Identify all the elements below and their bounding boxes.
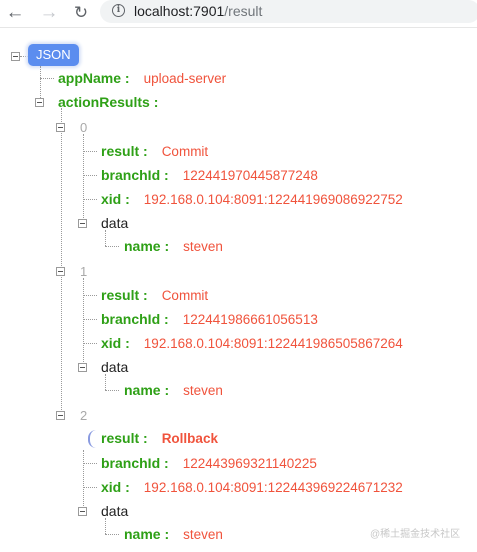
value-xid: 192.168.0.104:8091:122441986505867264 bbox=[143, 336, 403, 351]
tree-guide bbox=[105, 374, 106, 390]
tree-connector bbox=[83, 199, 97, 200]
value-name: steven bbox=[183, 527, 223, 542]
key-branchid: branchId bbox=[101, 455, 161, 471]
tree-connector bbox=[83, 343, 97, 344]
address-bar[interactable]: i localhost:7901/result bbox=[100, 0, 477, 23]
key-actionresults: actionResults bbox=[58, 94, 150, 110]
url-text[interactable]: localhost:7901/result bbox=[134, 3, 262, 19]
tree-guide bbox=[83, 134, 84, 226]
value-branchid: 122441986661056513 bbox=[182, 312, 318, 327]
branchid-row: branchId :122441970445877248 bbox=[101, 167, 318, 183]
xid-row: xid :192.168.0.104:8091:1224419690869227… bbox=[101, 191, 403, 207]
result-row: result :Rollback bbox=[101, 430, 218, 446]
value-name: steven bbox=[183, 383, 223, 398]
key-data: data bbox=[101, 359, 129, 375]
array-index-0: 0 bbox=[80, 120, 88, 135]
value-result: Commit bbox=[161, 144, 209, 159]
key-data: data bbox=[101, 503, 129, 519]
key-data: data bbox=[101, 215, 129, 231]
key-xid: xid bbox=[101, 335, 122, 351]
result-row: result :Commit bbox=[101, 143, 209, 159]
site-info-icon[interactable]: i bbox=[112, 4, 125, 17]
back-arrow-icon[interactable]: ← bbox=[5, 2, 25, 23]
name-row: name :steven bbox=[124, 238, 223, 254]
tree-guide bbox=[105, 518, 106, 534]
browser-toolbar: ← → ↻ i localhost:7901/result bbox=[0, 0, 477, 28]
tree-connector bbox=[83, 463, 97, 464]
value-appname: upload-server bbox=[143, 71, 227, 86]
tree-connector bbox=[83, 175, 97, 176]
root-node-badge[interactable]: JSON bbox=[28, 44, 79, 66]
value-xid: 192.168.0.104:8091:122443969224671232 bbox=[143, 480, 403, 495]
branchid-row: branchId :122441986661056513 bbox=[101, 311, 318, 327]
key-name: name bbox=[124, 382, 161, 398]
result-row: result :Commit bbox=[101, 287, 209, 303]
value-branchid: 122441970445877248 bbox=[182, 168, 318, 183]
tree-connector bbox=[83, 151, 97, 152]
tree-connector bbox=[105, 246, 119, 247]
data-row: data bbox=[101, 501, 128, 521]
collapse-toggle-data-0[interactable] bbox=[78, 219, 87, 228]
value-branchid: 122443969321140225 bbox=[182, 456, 317, 471]
tree-connector bbox=[20, 56, 28, 57]
appname-row: appName :upload-server bbox=[58, 70, 227, 86]
actionresults-row: actionResults : bbox=[58, 94, 159, 110]
tree-connector bbox=[83, 295, 97, 296]
forward-arrow-icon[interactable]: → bbox=[39, 2, 59, 23]
collapse-toggle-item-1[interactable] bbox=[56, 267, 65, 276]
key-result: result bbox=[101, 430, 140, 446]
collapse-toggle-item-2[interactable] bbox=[56, 411, 65, 420]
array-index-1: 1 bbox=[80, 264, 88, 279]
key-name: name bbox=[124, 238, 161, 254]
tree-connector bbox=[83, 319, 97, 320]
tree-guide bbox=[83, 450, 84, 510]
tree-guide bbox=[83, 278, 84, 370]
tree-connector bbox=[83, 487, 97, 488]
collapse-toggle-root[interactable] bbox=[11, 52, 20, 61]
branchid-row: branchId :122443969321140225 bbox=[101, 455, 317, 471]
data-row: data bbox=[101, 213, 128, 233]
reload-icon[interactable]: ↻ bbox=[73, 3, 89, 22]
xid-row: xid :192.168.0.104:8091:1224419865058672… bbox=[101, 335, 403, 351]
collapse-toggle-actionresults[interactable] bbox=[35, 98, 44, 107]
url-host: localhost:7901 bbox=[134, 3, 225, 19]
value-name: steven bbox=[183, 239, 223, 254]
hover-bracket-indicator bbox=[88, 430, 98, 448]
key-branchid: branchId bbox=[101, 311, 161, 327]
tree-connector bbox=[40, 78, 54, 79]
tree-guide bbox=[40, 66, 41, 102]
tree-guide bbox=[61, 108, 62, 418]
key-result: result bbox=[101, 143, 140, 159]
name-row: name :steven bbox=[124, 382, 223, 398]
collapse-toggle-data-2[interactable] bbox=[78, 507, 87, 516]
value-result: Commit bbox=[161, 288, 209, 303]
key-xid: xid bbox=[101, 191, 122, 207]
collapse-toggle-data-1[interactable] bbox=[78, 363, 87, 372]
key-appname: appName bbox=[58, 70, 122, 86]
value-xid: 192.168.0.104:8091:122441969086922752 bbox=[143, 192, 403, 207]
xid-row: xid :192.168.0.104:8091:1224439692246712… bbox=[101, 479, 403, 495]
key-xid: xid bbox=[101, 479, 122, 495]
watermark-text: @稀土掘金技术社区 bbox=[370, 529, 461, 540]
url-path: /result bbox=[224, 3, 263, 19]
tree-connector bbox=[105, 534, 119, 535]
array-index-2: 2 bbox=[80, 408, 88, 423]
tree-guide bbox=[105, 230, 106, 246]
collapse-toggle-item-0[interactable] bbox=[56, 123, 65, 132]
key-branchid: branchId bbox=[101, 167, 161, 183]
data-row: data bbox=[101, 357, 128, 377]
key-result: result bbox=[101, 287, 140, 303]
tree-connector bbox=[105, 390, 119, 391]
value-result: Rollback bbox=[161, 431, 218, 446]
name-row: name :steven bbox=[124, 526, 223, 542]
key-name: name bbox=[124, 526, 161, 542]
